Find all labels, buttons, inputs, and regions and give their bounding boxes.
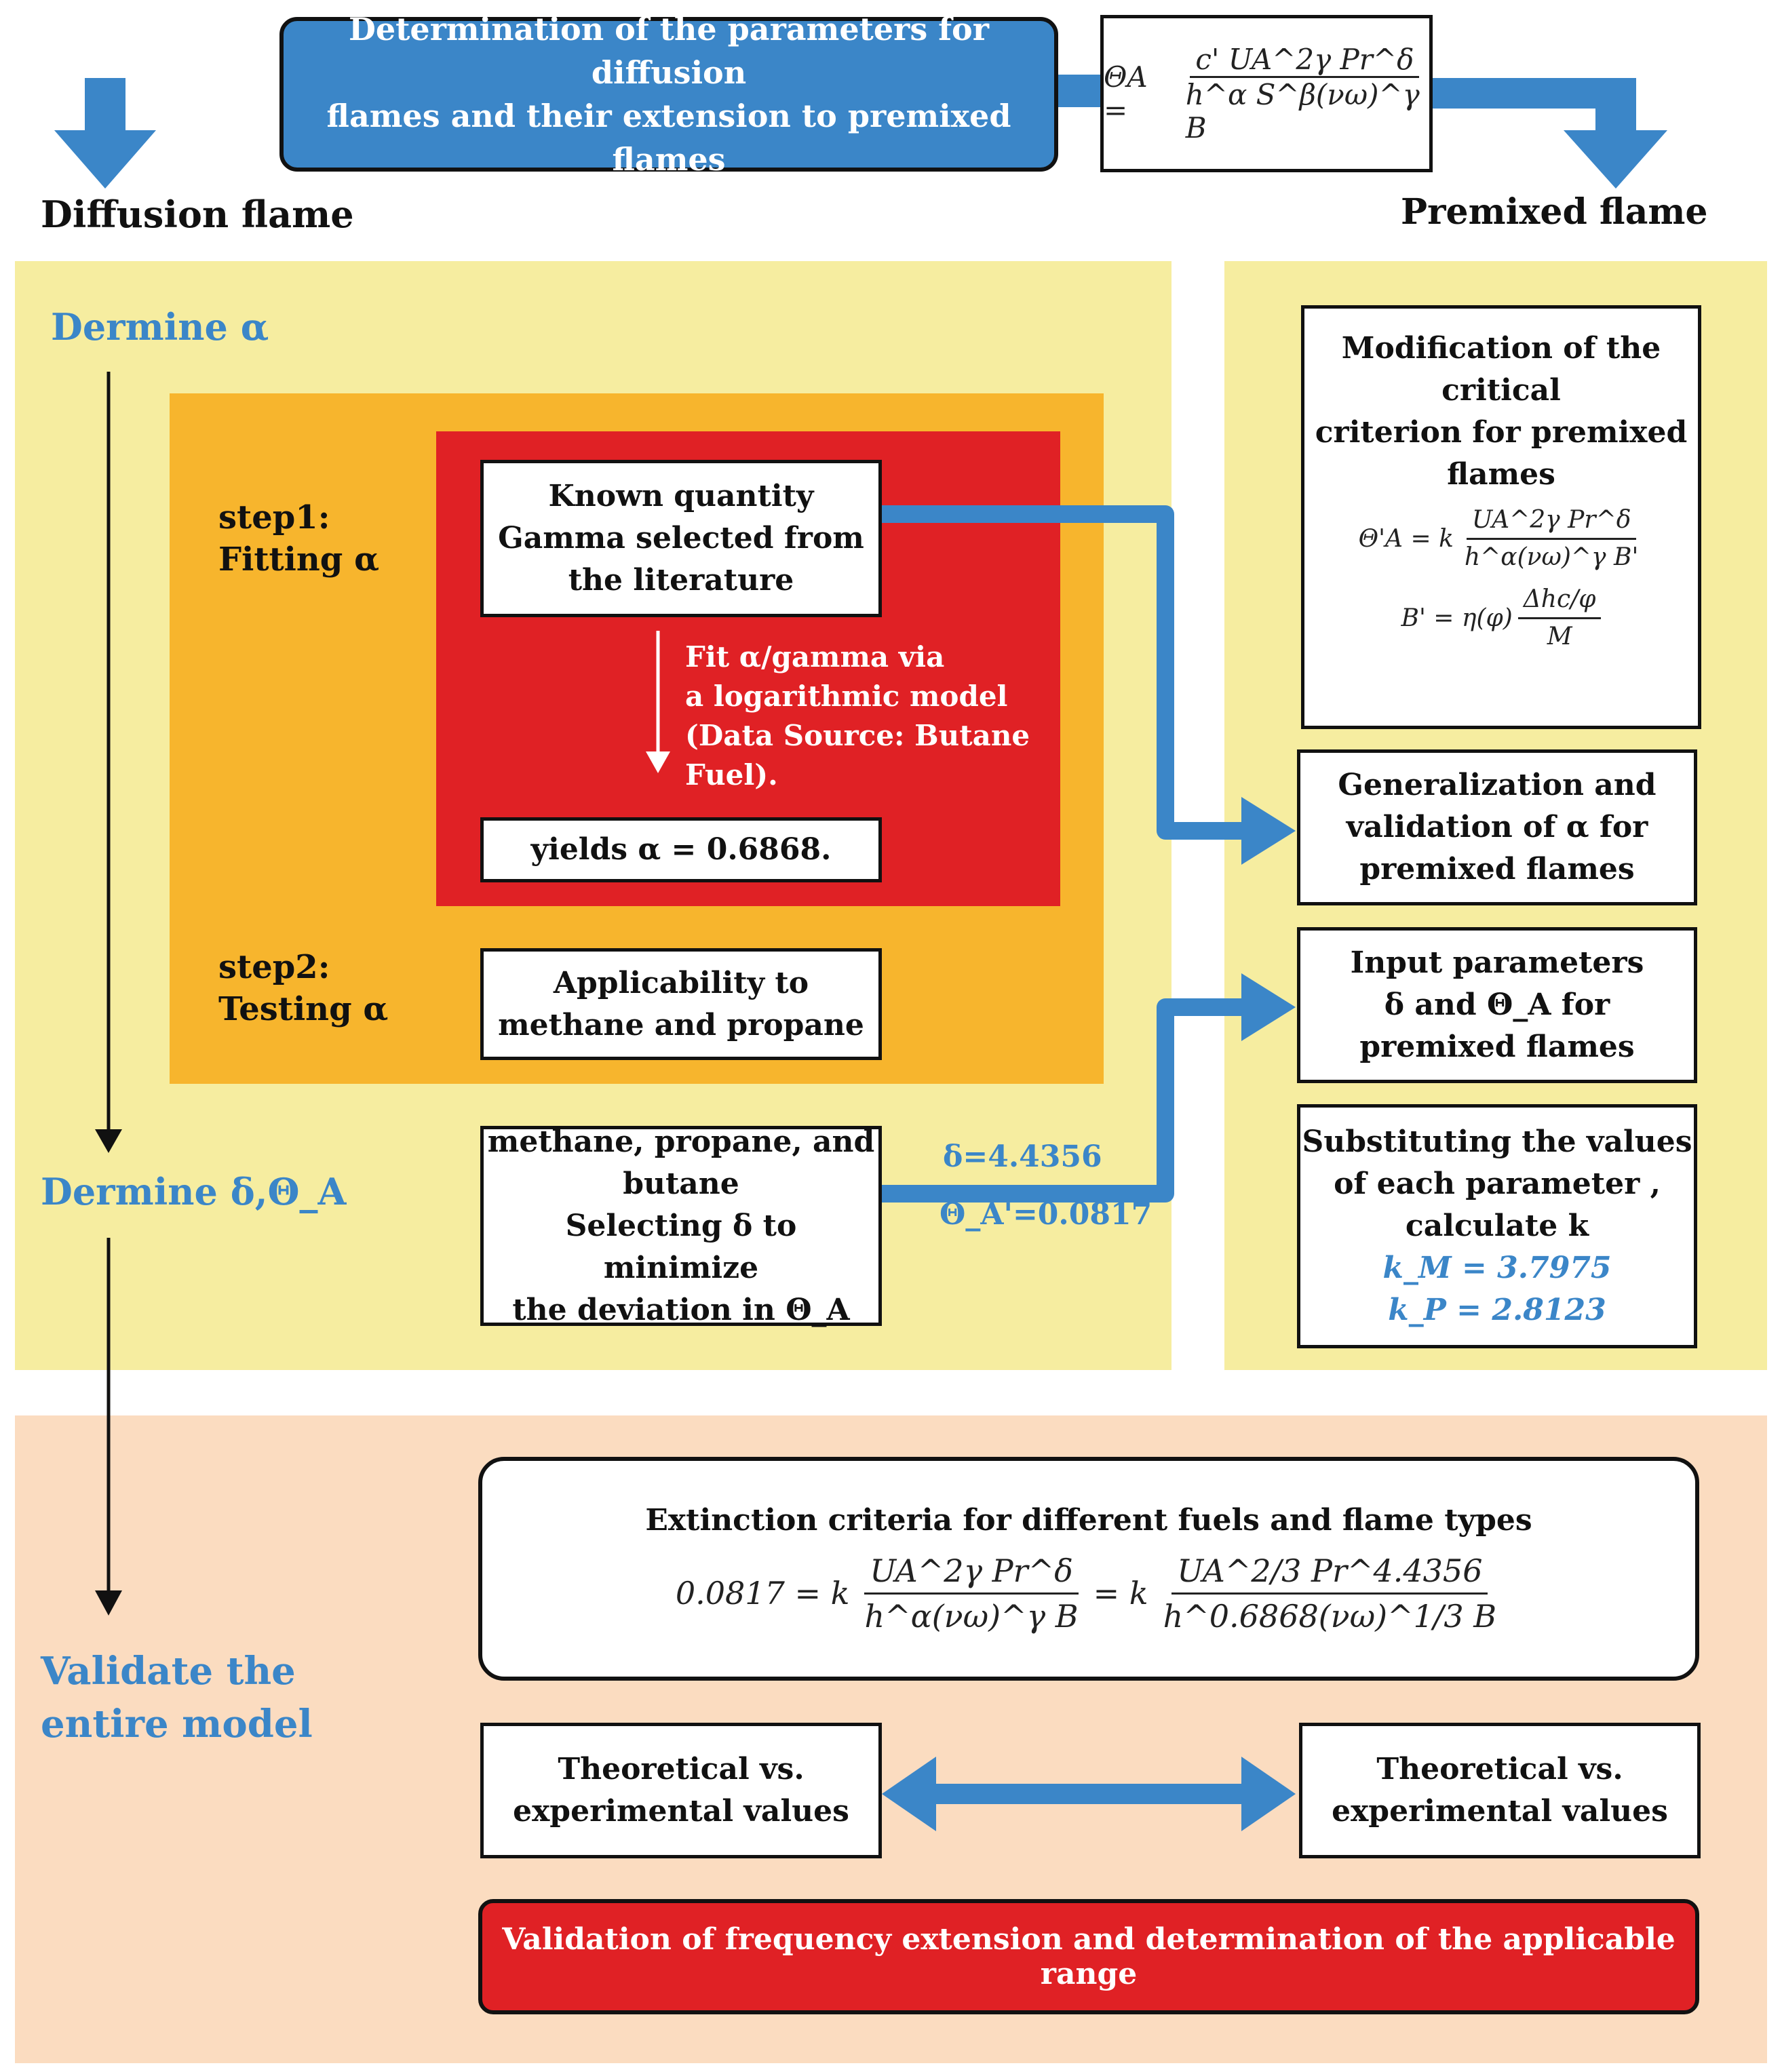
step1-line2: Fitting α bbox=[218, 541, 379, 579]
generalization-line1: Generalization and bbox=[1338, 768, 1657, 802]
ext-numerator2: UA^2/3 Pr^4.4356 bbox=[1171, 1549, 1488, 1595]
selecting-line4: the deviation in Θ_A bbox=[512, 1292, 850, 1327]
mod-formula1-denominator: h^α(νω)^γ B' bbox=[1464, 543, 1639, 571]
modification-line3: criterion for premixed bbox=[1315, 415, 1688, 450]
extinction-criteria-box: Extinction criteria for different fuels … bbox=[478, 1457, 1699, 1681]
ext-denominator1: h^α(νω)^γ B bbox=[864, 1597, 1079, 1635]
fit-text-line3: (Data Source: Butane bbox=[685, 719, 1030, 752]
premixed-branch-arrow bbox=[1433, 78, 1667, 189]
determine-alpha-label: Dermine α bbox=[51, 305, 269, 349]
modification-formula1: Θ'A = k UA^2γ Pr^δ h^α(νω)^γ B' bbox=[1359, 503, 1644, 575]
applicability-line2: methane and propane bbox=[498, 1007, 864, 1042]
input-params-line1: Input parameters bbox=[1350, 945, 1644, 980]
step1-label: step1: Fitting α bbox=[218, 496, 379, 581]
known-quantity-line1: Known quantity bbox=[548, 479, 814, 513]
substituting-line1: Substituting the values bbox=[1302, 1125, 1692, 1159]
fit-text: Fit α/gamma via a logarithmic model (Dat… bbox=[685, 638, 1030, 795]
modification-box: Modification of the critical criterion f… bbox=[1301, 305, 1701, 729]
known-quantity-line3: the literature bbox=[568, 563, 794, 598]
substituting-line2: of each parameter , bbox=[1334, 1167, 1661, 1201]
modification-line1: Modification of the bbox=[1341, 331, 1661, 366]
modification-line4: flames bbox=[1447, 457, 1555, 492]
down-arrow-1 bbox=[95, 1129, 122, 1153]
determine-delta-label: Dermine δ,Θ_A bbox=[41, 1170, 347, 1213]
diffusion-flame-label: Diffusion flame bbox=[41, 193, 354, 236]
validate-line2: entire model bbox=[41, 1702, 313, 1746]
generalization-line2: validation of α for bbox=[1346, 810, 1648, 844]
mod-formula1-lhs: Θ'A = k bbox=[1358, 524, 1454, 553]
ext-fraction1: UA^2γ Pr^δ h^α(νω)^γ B bbox=[859, 1549, 1084, 1638]
step2-line1: step2: bbox=[218, 948, 330, 986]
fit-text-line1: Fit α/gamma via bbox=[685, 640, 945, 673]
fit-text-line4: Fuel). bbox=[685, 758, 778, 791]
substituting-box: Substituting the values of each paramete… bbox=[1297, 1104, 1697, 1348]
theoretical-left-line1: Theoretical vs. bbox=[558, 1752, 805, 1786]
final-validation-box: Validation of frequency extension and de… bbox=[478, 1899, 1699, 2014]
fit-down-arrow bbox=[646, 751, 670, 773]
step2-line2: Testing α bbox=[218, 990, 389, 1028]
mod-formula2-fraction: Δhc/φ M bbox=[1517, 582, 1602, 654]
selecting-line3: Selecting δ to minimize bbox=[565, 1208, 797, 1285]
modification-formula2: B' = η(φ) Δhc/φ M bbox=[1401, 582, 1602, 654]
ext-denominator2: h^0.6868(νω)^1/3 B bbox=[1163, 1597, 1497, 1635]
substituting-line3: calculate k bbox=[1405, 1209, 1589, 1243]
applicability-box: Applicability to methane and propane bbox=[480, 948, 882, 1060]
generalization-box: Generalization and validation of α for p… bbox=[1297, 749, 1697, 905]
header-title-box: Determination of the parameters for diff… bbox=[279, 11, 1058, 178]
extinction-formula: 0.0817 = k UA^2γ Pr^δ h^α(νω)^γ B = k UA… bbox=[676, 1549, 1502, 1638]
validate-line1: Validate the bbox=[41, 1649, 296, 1694]
selecting-delta-box: methane, propane, and butane Selecting δ… bbox=[480, 1125, 882, 1327]
known-quantity-line2: Gamma selected from bbox=[498, 521, 864, 555]
header-title-line2: flames and their extension to premixed f… bbox=[326, 98, 1011, 178]
theoretical-left-line2: experimental values bbox=[513, 1794, 849, 1829]
k-p-value: k_P = 2.8123 bbox=[1388, 1293, 1606, 1327]
header-link-bar bbox=[1058, 75, 1106, 107]
mod-formula2-lhs: B' = η(φ) bbox=[1401, 604, 1513, 632]
k-m-value: k_M = 3.7975 bbox=[1382, 1251, 1612, 1285]
theoretical-left-box: Theoretical vs. experimental values bbox=[480, 1723, 882, 1858]
header-formula-denominator: h^α S^β(νω)^γ B bbox=[1185, 78, 1420, 144]
delta-value-label: δ=4.4356 bbox=[943, 1139, 1102, 1174]
header-formula-numerator: c' UA^2γ Pr^δ bbox=[1190, 43, 1420, 78]
ext-fraction2: UA^2/3 Pr^4.4356 h^0.6868(νω)^1/3 B bbox=[1158, 1549, 1503, 1638]
applicability-line1: Applicability to bbox=[553, 965, 809, 1000]
theoretical-right-box: Theoretical vs. experimental values bbox=[1299, 1723, 1701, 1858]
fit-text-line2: a logarithmic model bbox=[685, 680, 1008, 713]
input-params-box: Input parameters δ and Θ_A for premixed … bbox=[1297, 927, 1697, 1083]
mod-formula2-denominator: M bbox=[1547, 623, 1572, 650]
selecting-to-input-connector bbox=[880, 998, 1245, 1203]
theta-value-label: Θ_A'=0.0817 bbox=[940, 1197, 1153, 1232]
step2-label: step2: Testing α bbox=[218, 946, 388, 1030]
known-to-generalization-connector bbox=[880, 505, 1245, 840]
modification-line2: critical bbox=[1441, 373, 1561, 408]
input-params-line2: δ and Θ_A for bbox=[1384, 988, 1610, 1022]
mod-formula1-numerator: UA^2γ Pr^δ bbox=[1466, 503, 1637, 540]
mod-formula1-fraction: UA^2γ Pr^δ h^α(νω)^γ B' bbox=[1459, 503, 1644, 575]
selecting-line2: butane bbox=[623, 1166, 739, 1201]
generalization-line3: premixed flames bbox=[1359, 852, 1635, 886]
yields-text: yields α = 0.6868. bbox=[530, 832, 832, 867]
extinction-title: Extinction criteria for different fuels … bbox=[645, 1502, 1532, 1538]
ext-mid: = k bbox=[1093, 1575, 1148, 1611]
yields-box: yields α = 0.6868. bbox=[480, 817, 882, 882]
validate-model-label: Validate the entire model bbox=[41, 1645, 313, 1751]
input-params-line3: premixed flames bbox=[1359, 1030, 1635, 1064]
mod-formula2-numerator: Δhc/φ bbox=[1517, 582, 1602, 619]
header-formula-box: ΘA = c' UA^2γ Pr^δ h^α S^β(νω)^γ B bbox=[1100, 15, 1433, 172]
diffusion-branch-arrow bbox=[54, 78, 282, 189]
ext-lhs: 0.0817 = k bbox=[675, 1575, 850, 1611]
header-title-line1: Determination of the parameters for diff… bbox=[349, 11, 989, 91]
selecting-line1: methane, propane, and bbox=[487, 1124, 875, 1159]
down-arrow-2 bbox=[95, 1590, 122, 1616]
header-formula-lhs: ΘA = bbox=[1104, 60, 1148, 127]
step1-line1: step1: bbox=[218, 499, 330, 536]
final-validation-text: Validation of frequency extension and de… bbox=[502, 1922, 1676, 1991]
ext-numerator1: UA^2γ Pr^δ bbox=[864, 1549, 1079, 1595]
header-formula-fraction: c' UA^2γ Pr^δ h^α S^β(νω)^γ B bbox=[1180, 43, 1429, 144]
known-quantity-box: Known quantity Gamma selected from the l… bbox=[480, 460, 882, 617]
premixed-flame-label: Premixed flame bbox=[1401, 191, 1708, 233]
theoretical-right-line2: experimental values bbox=[1332, 1794, 1668, 1829]
theoretical-right-line1: Theoretical vs. bbox=[1376, 1752, 1623, 1786]
